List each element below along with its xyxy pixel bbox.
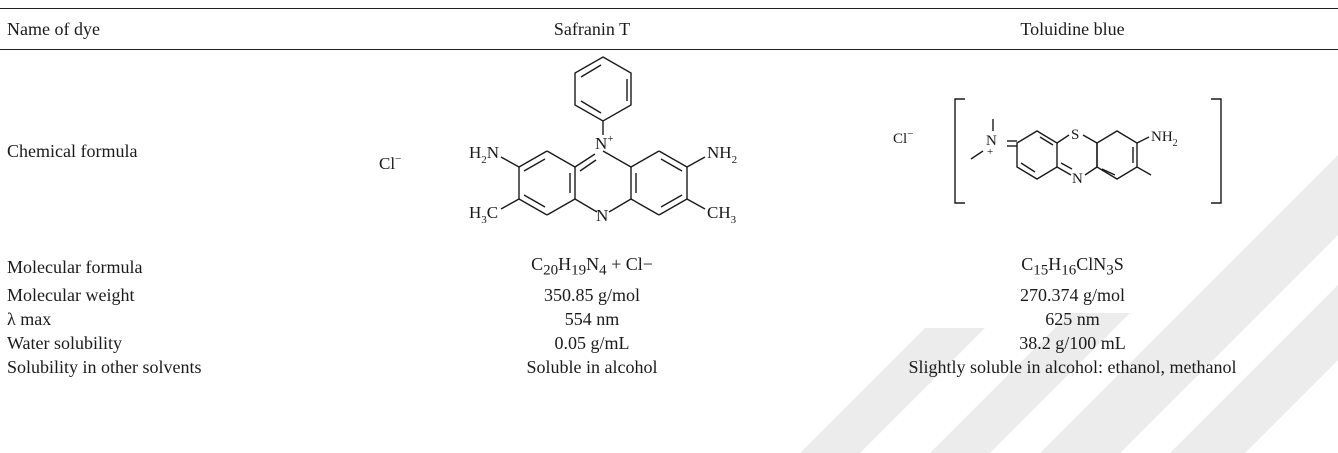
dye-properties-table: Name of dye Safranin T Toluidine blue Ch… <box>0 8 1338 379</box>
chloride-label: Cl− <box>893 128 913 147</box>
table-row: Water solubility 0.05 g/mL 38.2 g/100 mL <box>0 331 1338 355</box>
header-name-of-dye: Name of dye <box>7 18 100 39</box>
safranin-molecular-formula: C20H19N4 + Cl− <box>531 254 653 279</box>
row-label: Water solubility <box>7 332 123 353</box>
table-row: Solubility in other solvents Soluble in … <box>0 355 1338 379</box>
header-toluidine-blue: Toluidine blue <box>1020 18 1125 39</box>
toluidine-molecular-formula: C15H16ClN3S <box>1021 254 1124 279</box>
row-label: Molecular formula <box>7 257 143 278</box>
amino-left-label: H2N <box>469 143 499 166</box>
cell-safranin: 554 nm <box>564 308 620 329</box>
ring-n-label: N <box>596 206 608 225</box>
cell-toluidine: Slightly soluble in alcohol: ethanol, me… <box>908 356 1237 377</box>
cell-safranin: 0.05 g/mL <box>554 332 630 353</box>
cell-safranin: Soluble in alcohol <box>526 356 658 377</box>
toluidine-structure-cell: Cl− N + S N NH2 <box>807 50 1338 253</box>
ring-n-label: N <box>1072 171 1083 187</box>
row-label: Solubility in other solvents <box>7 356 202 377</box>
safranin-structure: Cl− N+ N H2N NH2 H3C CH3 <box>379 56 737 226</box>
amino-label: NH2 <box>1151 129 1178 149</box>
methyl-right-label: CH3 <box>707 203 737 226</box>
cell-toluidine: 625 nm <box>1045 308 1100 329</box>
sulfur-label: S <box>1071 127 1079 143</box>
cell-toluidine: 38.2 g/100 mL <box>1019 332 1126 353</box>
row-label: Chemical formula <box>7 141 138 161</box>
table-row: Chemical formula <box>0 50 1338 253</box>
methyl-left-label: H3C <box>469 203 498 226</box>
header-safranin-t: Safranin T <box>553 18 631 39</box>
table-row: Molecular formula C20H19N4 + Cl− C15H16C… <box>0 252 1338 283</box>
safranin-structure-cell: Cl− N+ N H2N NH2 H3C CH3 <box>377 50 807 253</box>
row-label: Molecular weight <box>7 284 135 305</box>
table-row: Molecular weight 350.85 g/mol 270.374 g/… <box>0 283 1338 307</box>
cell-toluidine: 270.374 g/mol <box>1019 284 1125 305</box>
toluidine-structure: Cl− N + S N NH2 <box>893 98 1222 204</box>
table-row: λ max 554 nm 625 nm <box>0 307 1338 331</box>
n-plus-label: N+ <box>595 133 614 153</box>
quaternary-n-label: N <box>986 133 997 149</box>
plus-charge: + <box>987 146 993 158</box>
table-header-row: Name of dye Safranin T Toluidine blue <box>0 8 1338 50</box>
amino-right-label: NH2 <box>707 143 737 166</box>
row-label: λ max <box>7 308 52 329</box>
chloride-label: Cl− <box>379 153 401 173</box>
cell-safranin: 350.85 g/mol <box>543 284 640 305</box>
